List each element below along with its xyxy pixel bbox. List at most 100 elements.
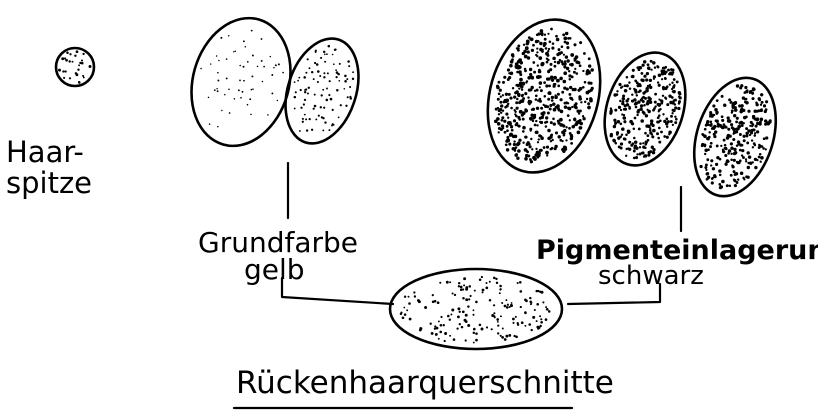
stipple-dot <box>501 119 504 122</box>
stipple-dot <box>741 154 743 156</box>
stipple-dot <box>504 338 507 341</box>
stipple-dot <box>563 37 567 41</box>
stipple-dot <box>295 91 297 93</box>
stipple-dot <box>547 98 550 101</box>
stipple-dot <box>347 96 349 98</box>
stipple-dot <box>499 285 502 288</box>
stipple-dot <box>322 89 324 91</box>
stipple-dot <box>666 103 669 106</box>
stipple-dot <box>239 65 241 67</box>
stipple-dot <box>252 55 254 57</box>
stipple-dot <box>586 98 588 100</box>
stipple-dot <box>632 142 635 145</box>
stipple-dot <box>403 307 405 309</box>
stipple-dot <box>545 318 548 321</box>
stipple-dot <box>760 161 762 163</box>
stipple-dot <box>727 128 730 131</box>
stipple-dot <box>69 53 71 55</box>
stipple-dot <box>738 125 742 129</box>
stipple-dot <box>714 125 717 128</box>
stipple-dot <box>579 41 582 44</box>
stipple-dot <box>639 66 642 69</box>
stipple-dot <box>674 106 677 109</box>
stipple-dot <box>725 148 728 151</box>
stipple-dot <box>625 155 627 157</box>
stipple-dot <box>499 108 502 111</box>
stipple-dot <box>451 309 454 312</box>
ground-color-label-line2: gelb <box>244 253 305 286</box>
stipple-dot <box>302 118 304 120</box>
stipple-dot <box>562 140 564 142</box>
stipple-dot <box>513 143 516 146</box>
stipple-dot <box>539 86 541 88</box>
stipple-dot <box>458 285 460 287</box>
stipple-dot <box>349 86 351 88</box>
stipple-dot <box>324 121 326 123</box>
stipple-dot <box>710 142 713 145</box>
stipple-dot <box>218 60 220 62</box>
stipple-dot <box>545 84 548 87</box>
stipple-dot <box>706 178 708 180</box>
stipple-dot <box>617 120 620 123</box>
stipple-dot <box>557 122 560 125</box>
stipple-dot <box>637 109 640 112</box>
stipple-dot <box>524 157 528 161</box>
stipple-dot <box>764 119 767 122</box>
stipple-dot <box>616 131 619 134</box>
stipple-dot <box>543 81 546 84</box>
stipple-dot <box>658 84 661 87</box>
stipple-dot <box>251 30 253 32</box>
stipple-dot <box>304 99 306 101</box>
stipple-dot <box>628 81 630 83</box>
stipple-dot <box>506 125 509 128</box>
stipple-dot <box>575 55 579 59</box>
stipple-dot <box>512 318 515 321</box>
stipple-dot <box>513 147 516 150</box>
stipple-dot <box>575 60 579 64</box>
stipple-dot <box>590 89 593 92</box>
stipple-dot <box>678 102 681 105</box>
stipple-dot <box>658 141 661 144</box>
stipple-dot <box>716 144 719 147</box>
stipple-dot <box>571 106 573 108</box>
stipple-dot <box>522 118 525 121</box>
stipple-dot <box>532 117 535 120</box>
stipple-dot <box>652 61 655 64</box>
stipple-dot <box>294 81 296 83</box>
stipple-dot <box>765 148 767 150</box>
stipple-dot <box>443 324 445 326</box>
stipple-dot <box>647 66 651 70</box>
stipple-dot <box>558 48 561 51</box>
stipple-dot <box>652 148 655 151</box>
stipple-dot <box>446 281 449 284</box>
stipple-dot <box>450 314 452 316</box>
stipple-dot <box>339 63 341 65</box>
stipple-dot <box>736 131 739 134</box>
stipple-dot <box>563 54 565 56</box>
stipple-dot <box>540 149 543 152</box>
stipple-dot <box>706 158 709 161</box>
stipple-dot <box>561 91 564 94</box>
stipple-dot <box>730 101 732 103</box>
stipple-dot <box>550 76 554 80</box>
stipple-dot <box>64 70 66 72</box>
stipple-dot <box>519 73 522 76</box>
stipple-dot <box>504 100 507 103</box>
stipple-dot <box>664 66 667 69</box>
stipple-dot <box>760 156 764 160</box>
stipple-dot <box>303 76 306 79</box>
stipple-dot <box>530 138 532 140</box>
stipple-dot <box>635 144 637 146</box>
stipple-dot <box>704 166 707 169</box>
stipple-dot <box>544 34 546 36</box>
stipple-dot <box>532 120 534 122</box>
stipple-dot <box>463 277 466 280</box>
stipple-dot <box>739 149 742 152</box>
stipple-dot <box>440 324 443 327</box>
stipple-dot <box>475 332 478 335</box>
stipple-dot <box>545 125 548 128</box>
stipple-dot <box>519 281 522 284</box>
stipple-dot <box>226 77 228 79</box>
stipple-dot <box>328 94 330 96</box>
stipple-dot <box>753 142 756 145</box>
